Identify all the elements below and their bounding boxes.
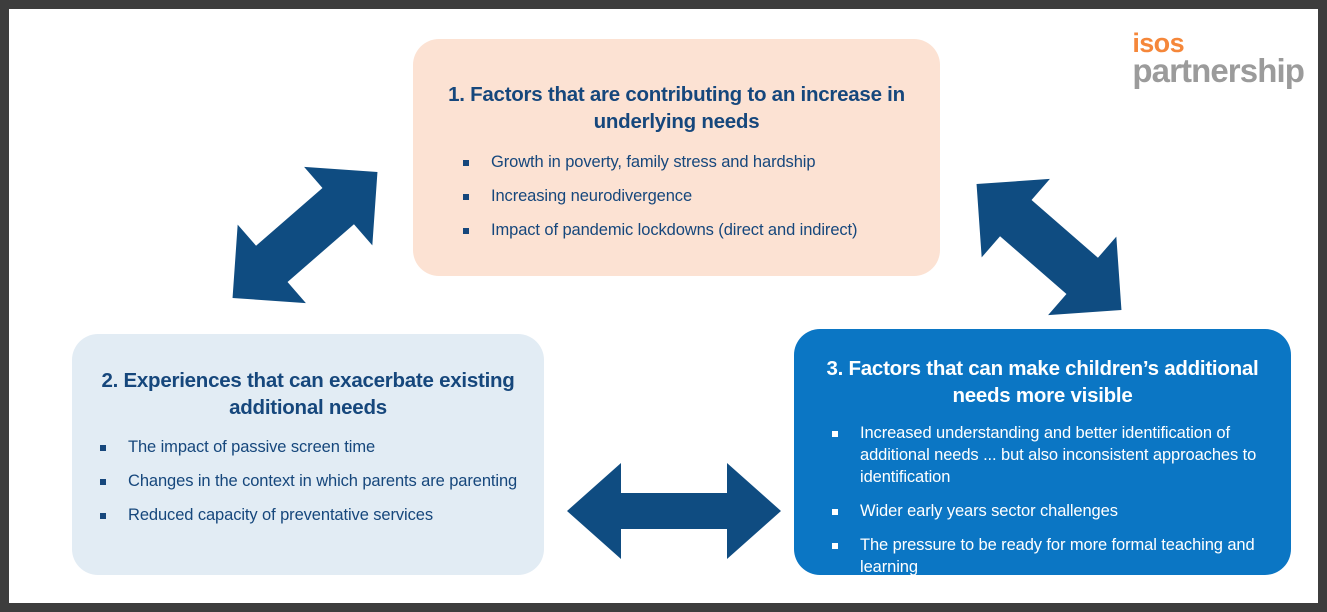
square-bullet-icon <box>100 445 106 452</box>
logo-isos-text: isos <box>1132 28 1184 58</box>
list-item-text: Changes in the context in which parents … <box>128 472 518 491</box>
square-bullet-icon <box>463 194 469 201</box>
logo-partnership-text: partnership <box>1132 51 1305 89</box>
slide-canvas: isos partnership 1. Factors that are con… <box>9 9 1318 603</box>
double-arrow-horizontal-icon <box>565 461 783 561</box>
list-item: Wider early years sector challenges <box>832 501 1269 523</box>
factor-box-3-bullet-list: Increased understanding and better ident… <box>816 423 1269 579</box>
square-bullet-icon <box>832 542 838 549</box>
factor-box-3-title: 3. Factors that can make children’s addi… <box>826 357 1259 408</box>
double-arrow-diagonal-up-right-icon <box>205 155 405 315</box>
list-item: Changes in the context in which parents … <box>100 471 518 493</box>
square-bullet-icon <box>463 160 469 167</box>
factor-box-1-title: 1. Factors that are contributing to an i… <box>448 83 905 134</box>
factor-box-2[interactable]: 2. Experiences that can exacerbate exist… <box>72 334 544 575</box>
square-bullet-icon <box>832 508 838 515</box>
square-bullet-icon <box>463 227 469 234</box>
list-item: Increasing neurodivergence <box>463 186 912 208</box>
square-bullet-icon <box>832 431 838 438</box>
factor-box-1[interactable]: 1. Factors that are contributing to an i… <box>413 39 940 276</box>
list-item: The impact of passive screen time <box>100 437 518 459</box>
square-bullet-icon <box>100 479 106 486</box>
factor-box-3[interactable]: 3. Factors that can make children’s addi… <box>794 329 1291 576</box>
list-item: Reduced capacity of preventative service… <box>100 505 518 527</box>
list-item-text: Reduced capacity of preventative service… <box>128 505 433 524</box>
list-item-text: The pressure to be ready for more formal… <box>860 535 1255 576</box>
list-item: The pressure to be ready for more formal… <box>832 535 1269 579</box>
factor-box-2-title: 2. Experiences that can exacerbate exist… <box>101 369 515 420</box>
list-item-text: Increased understanding and better ident… <box>860 424 1257 486</box>
factor-box-1-bullet-list: Growth in poverty, family stress and har… <box>441 152 912 242</box>
list-item-text: Impact of pandemic lockdowns (direct and… <box>491 220 858 239</box>
list-item: Impact of pandemic lockdowns (direct and… <box>463 220 912 242</box>
factor-box-2-bullet-list: The impact of passive screen time Change… <box>98 437 518 527</box>
double-arrow-diagonal-down-right-icon <box>949 167 1149 327</box>
list-item: Increased understanding and better ident… <box>832 423 1269 489</box>
isos-partnership-logo: isos partnership <box>1132 28 1305 89</box>
list-item-text: The impact of passive screen time <box>128 438 376 457</box>
list-item: Growth in poverty, family stress and har… <box>463 152 912 174</box>
list-item-text: Wider early years sector challenges <box>860 501 1118 520</box>
square-bullet-icon <box>100 512 106 519</box>
list-item-text: Growth in poverty, family stress and har… <box>491 153 816 172</box>
list-item-text: Increasing neurodivergence <box>491 187 693 206</box>
